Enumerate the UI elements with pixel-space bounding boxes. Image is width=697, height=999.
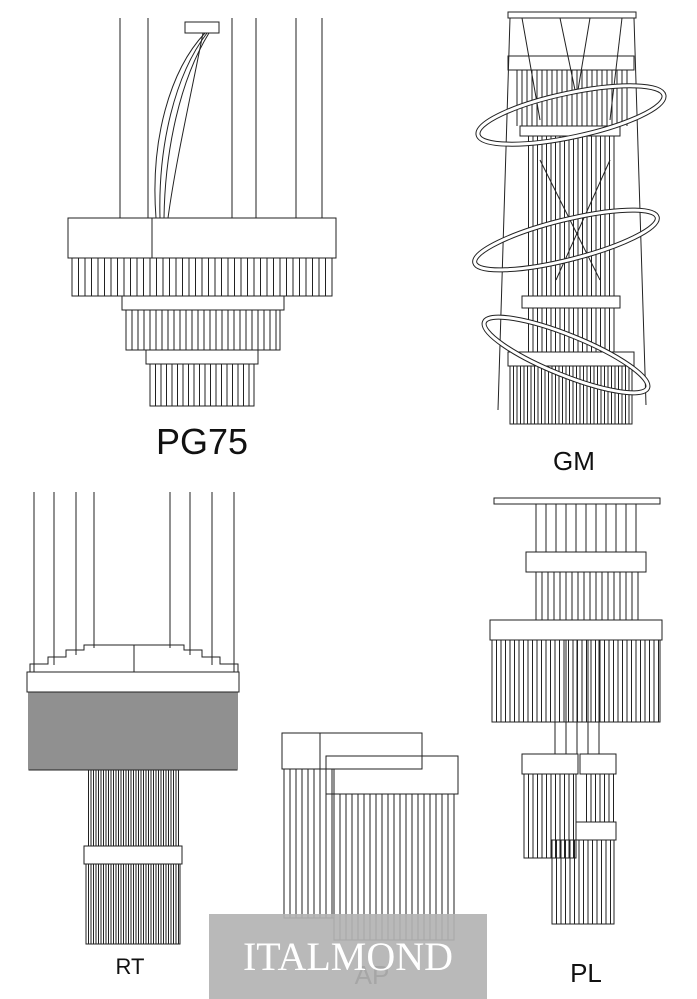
watermark-text: ITALMOND [243, 934, 453, 979]
gm-label: GM [553, 446, 595, 476]
pg75-drawing [67, 18, 337, 407]
gm-drawing [472, 11, 667, 425]
italmond-watermark: ITALMOND [209, 914, 487, 999]
rt-drawing [26, 492, 240, 945]
pl-label: PL [570, 958, 602, 988]
pg75-label: PG75 [156, 421, 248, 462]
rt-label: RT [116, 954, 145, 979]
pl-drawing [489, 497, 663, 925]
ap-drawing [281, 732, 459, 941]
